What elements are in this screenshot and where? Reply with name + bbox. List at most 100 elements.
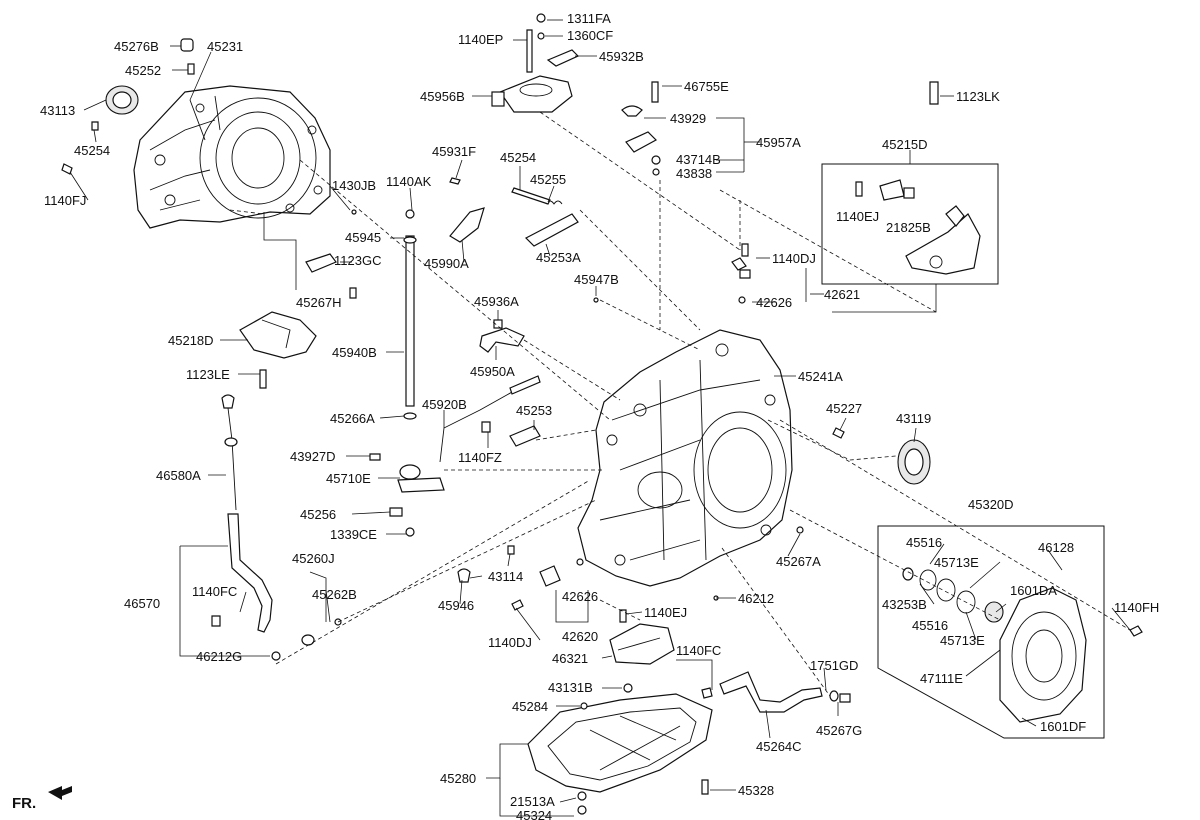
- oil-pan-45280: [527, 683, 713, 815]
- misc-lower-parts: [301, 545, 719, 646]
- rear-cover-box: [877, 525, 1143, 739]
- oil-seal-43113: [105, 85, 139, 115]
- bracket-45936A: [479, 319, 525, 353]
- label-45253: 45253: [516, 403, 552, 418]
- label-1140FZ: 1140FZ: [458, 450, 502, 465]
- label-43714B: 43714B: [676, 152, 721, 167]
- label-45947B: 45947B: [574, 272, 619, 287]
- bracket-45218D: [239, 311, 317, 389]
- label-45264C: 45264C: [756, 739, 802, 754]
- label-43113: 43113: [40, 103, 75, 118]
- label-45516-bottom: 45516: [912, 618, 948, 633]
- label-45932B: 45932B: [599, 49, 644, 64]
- label-45320D: 45320D: [968, 497, 1014, 512]
- label-43838: 43838: [676, 166, 712, 181]
- bolts-upper-left: [61, 121, 357, 299]
- label-43927D: 43927D: [290, 449, 336, 464]
- label-45940B: 45940B: [332, 345, 377, 360]
- label-45284: 45284: [512, 699, 548, 714]
- label-1140FJ: 1140FJ: [44, 193, 86, 208]
- plate-45253: [481, 421, 541, 447]
- label-43131B: 43131B: [548, 680, 593, 695]
- label-45920B: 45920B: [422, 397, 467, 412]
- label-1140AK: 1140AK: [386, 174, 432, 189]
- label-47111E: 47111E: [920, 671, 963, 686]
- label-1339CE: 1339CE: [330, 527, 377, 542]
- label-45956B: 45956B: [420, 89, 465, 104]
- label-43114: 43114: [488, 569, 523, 584]
- label-45710E: 45710E: [326, 471, 371, 486]
- label-45241A: 45241A: [798, 369, 843, 384]
- label-45950A: 45950A: [470, 364, 515, 379]
- label-45218D: 45218D: [168, 333, 214, 348]
- label-1140EJ-bottom: 1140EJ: [644, 605, 687, 620]
- label-1311FA: 1311FA: [567, 11, 611, 26]
- filter-46321: [609, 609, 675, 665]
- label-45276B: 45276B: [114, 39, 159, 54]
- label-45254-center: 45254: [500, 150, 536, 165]
- leader-lines: [69, 19, 1131, 817]
- label-45254-left: 45254: [74, 143, 110, 158]
- spring-45253A: [449, 177, 579, 247]
- label-45267A: 45267A: [776, 554, 821, 569]
- label-45252: 45252: [125, 63, 161, 78]
- label-21825B: 21825B: [886, 220, 931, 235]
- label-1140FH: 1140FH: [1114, 600, 1159, 615]
- front-direction-arrow: [48, 786, 72, 800]
- label-45262B: 45262B: [312, 587, 357, 602]
- label-45260J: 45260J: [292, 551, 335, 566]
- cable-45920B: [439, 375, 541, 463]
- label-45267G: 45267G: [816, 723, 862, 738]
- mount-bracket-box: [821, 81, 999, 285]
- label-45227: 45227: [826, 401, 862, 416]
- label-21513A: 21513A: [510, 794, 555, 809]
- label-1140DJ-bottom: 1140DJ: [488, 635, 532, 650]
- label-46128: 46128: [1038, 540, 1074, 555]
- label-45931F: 45931F: [432, 144, 476, 159]
- label-45253A: 45253A: [536, 250, 581, 265]
- dipstick-46580A: [221, 394, 238, 511]
- label-1123LE: 1123LE: [186, 367, 230, 382]
- label-45215D: 45215D: [882, 137, 928, 152]
- label-45957A: 45957A: [756, 135, 801, 150]
- label-43119: 43119: [896, 411, 931, 426]
- label-1140FC-left: 1140FC: [192, 584, 237, 599]
- label-42626-top: 42626: [756, 295, 792, 310]
- label-43253B: 43253B: [882, 597, 927, 612]
- label-45324: 45324: [516, 808, 552, 820]
- label-45256: 45256: [300, 507, 336, 522]
- label-45936A: 45936A: [474, 294, 519, 309]
- label-front-direction: FR.: [12, 795, 36, 812]
- label-45267H: 45267H: [296, 295, 342, 310]
- label-1123GC: 1123GC: [334, 253, 381, 268]
- inhibitor-switch-45956B: [491, 13, 580, 113]
- label-1751GD: 1751GD: [810, 658, 858, 673]
- label-45328: 45328: [738, 783, 774, 798]
- label-45945: 45945: [345, 230, 381, 245]
- shift-lever-parts-43929: [621, 81, 661, 176]
- hidden-alignment-lines: [229, 111, 1131, 697]
- label-42620: 42620: [562, 629, 598, 644]
- label-1360CF: 1360CF: [567, 28, 613, 43]
- label-1430JB: 1430JB: [332, 178, 376, 193]
- label-1123LK: 1123LK: [956, 89, 1000, 104]
- plug-45276B: [180, 38, 195, 75]
- oil-seal-43119: [897, 439, 931, 485]
- label-45231: 45231: [207, 39, 243, 54]
- label-46212: 46212: [738, 591, 774, 606]
- label-46580A: 46580A: [156, 468, 201, 483]
- label-1140EP: 1140EP: [458, 32, 503, 47]
- label-1140FC-bottom: 1140FC: [676, 643, 721, 658]
- label-45713E-bottom: 45713E: [940, 633, 985, 648]
- label-46321: 46321: [552, 651, 588, 666]
- label-42626-bottom: 42626: [562, 589, 598, 604]
- label-1140DJ-top: 1140DJ: [772, 251, 816, 266]
- label-45946: 45946: [438, 598, 474, 613]
- manual-shaft-45940B: [369, 209, 445, 537]
- label-46212G: 46212G: [196, 649, 242, 664]
- dipstick-tube-46570: [211, 513, 281, 661]
- bolts-right-case: [796, 427, 845, 534]
- converter-housing-45231: [133, 85, 331, 229]
